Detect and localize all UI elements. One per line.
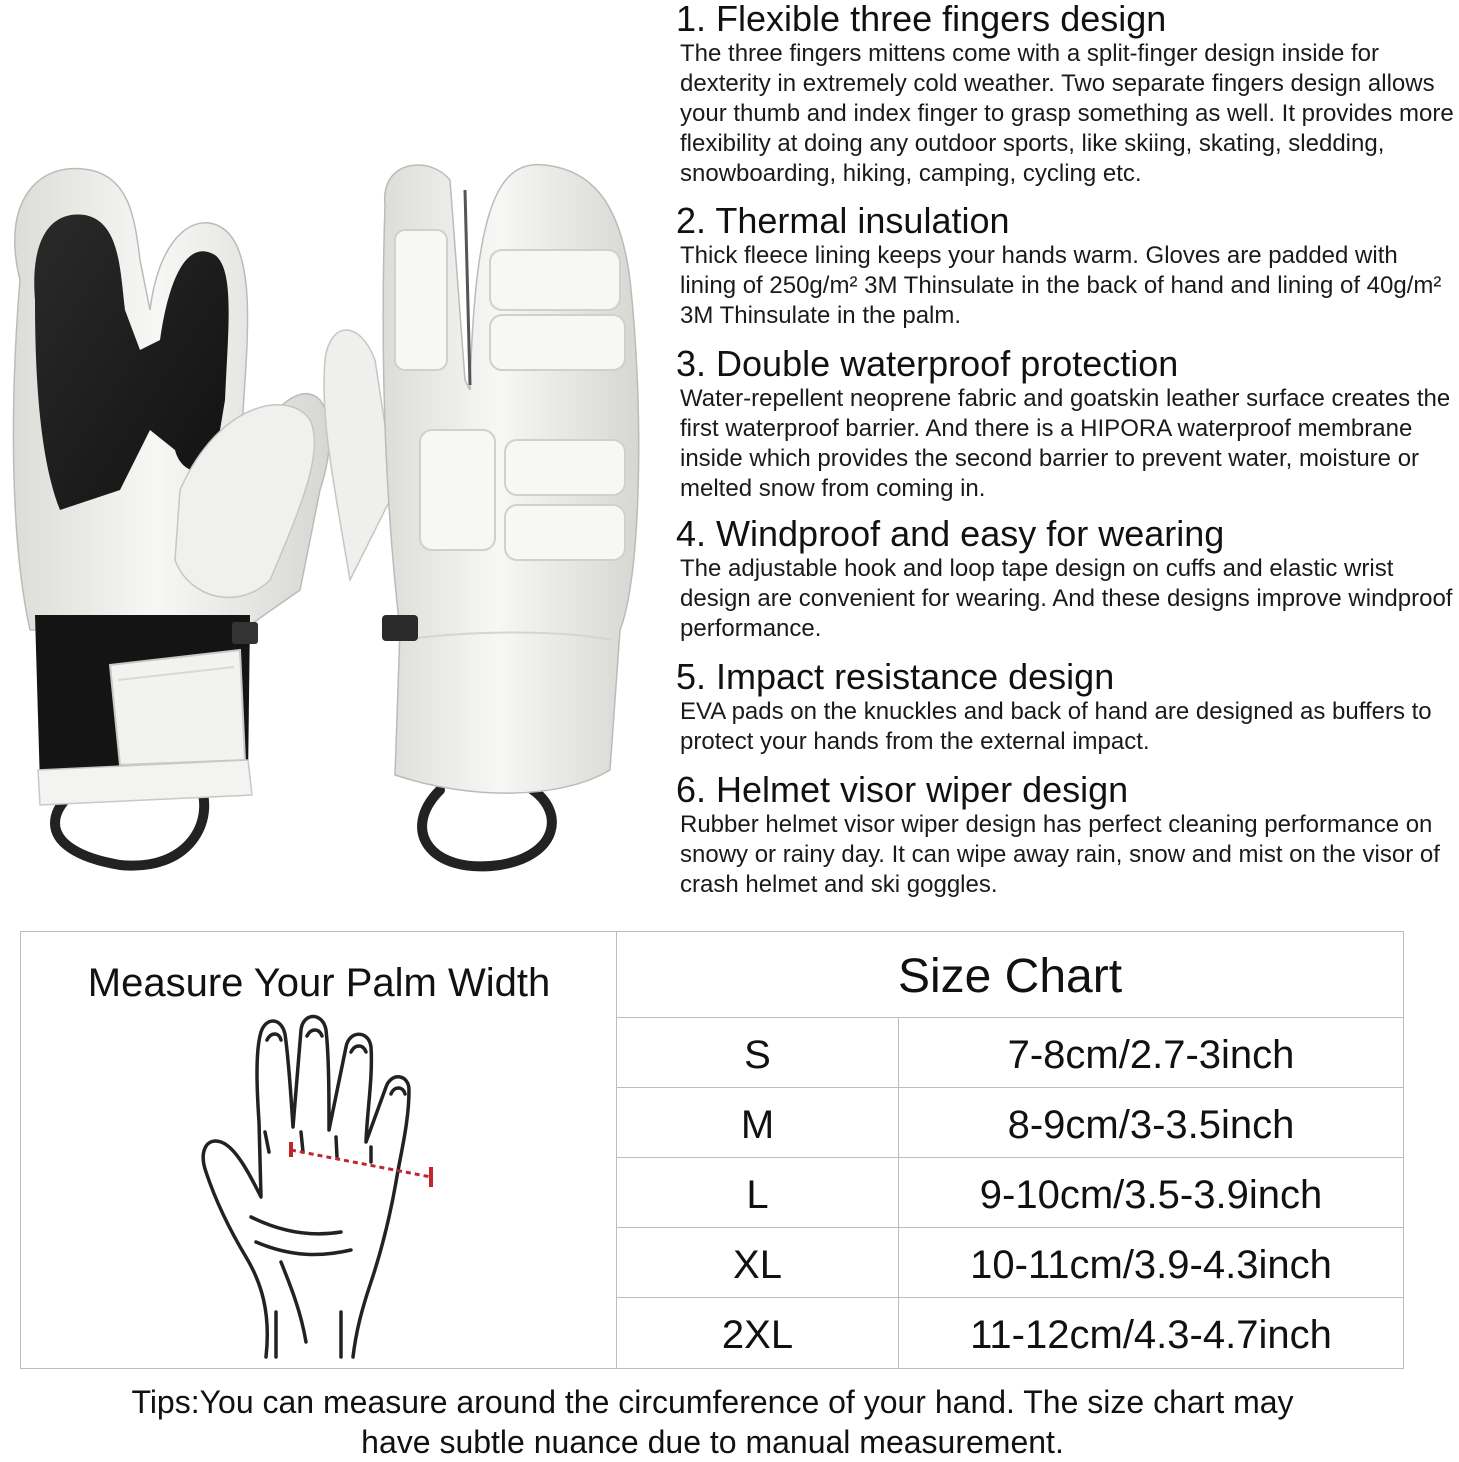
feature-description: EVA pads on the knuckles and back of han… [680, 698, 1432, 755]
size-label: L [617, 1158, 899, 1227]
table-row: L 9-10cm/3.5-3.9inch [617, 1158, 1403, 1228]
table-row: S 7-8cm/2.7-3inch [617, 1018, 1403, 1088]
size-range: 9-10cm/3.5-3.9inch [979, 1173, 1323, 1217]
feature-description: The adjustable hook and loop tape design… [680, 555, 1453, 642]
left-glove-palm-view [12, 167, 331, 871]
size-range: 8-9cm/3-3.5inch [1007, 1103, 1295, 1147]
feature-list: 1. Flexible three fingers design The thr… [676, 0, 1454, 900]
size-range: 11-12cm/4.3-4.7inch [970, 1313, 1332, 1357]
feature-heading: 4. Windproof and easy for wearing [676, 513, 1225, 554]
feature-item: 2. Thermal insulation Thick fleece linin… [676, 202, 1454, 331]
measure-title: Measure Your Palm Width [87, 961, 551, 1005]
size-range: 7-8cm/2.7-3inch [1007, 1033, 1295, 1077]
table-row: XL 10-11cm/3.9-4.3inch [617, 1228, 1403, 1298]
feature-item: 1. Flexible three fingers design The thr… [676, 0, 1454, 189]
feature-description: Thick fleece lining keeps your hands war… [680, 242, 1442, 329]
hand-outline-icon [201, 1014, 433, 1359]
size-label: 2XL [617, 1298, 899, 1368]
feature-heading: 5. Impact resistance design [676, 656, 1115, 697]
table-row: M 8-9cm/3-3.5inch [617, 1088, 1403, 1158]
tips-text: Tips:You can measure around the circumfe… [0, 1382, 1425, 1462]
feature-heading: 1. Flexible three fingers design [676, 0, 1167, 39]
size-panel: Measure Your Palm Width [20, 931, 1404, 1369]
feature-item: 3. Double waterproof protection Water-re… [676, 345, 1454, 504]
feature-item: 4. Windproof and easy for wearing The ad… [676, 515, 1454, 644]
feature-description: Water-repellent neoprene fabric and goat… [680, 385, 1451, 502]
feature-heading: 3. Double waterproof protection [676, 343, 1179, 384]
tips-line-1: Tips:You can measure around the circumfe… [131, 1384, 1294, 1420]
size-label: M [617, 1088, 899, 1157]
feature-heading: 6. Helmet visor wiper design [676, 769, 1129, 810]
right-glove-back-view [323, 163, 640, 872]
size-label: S [617, 1018, 899, 1087]
measure-section: Measure Your Palm Width [21, 932, 617, 1368]
feature-description: Rubber helmet visor wiper design has per… [680, 811, 1440, 898]
size-range: 10-11cm/3.9-4.3inch [970, 1243, 1332, 1287]
feature-heading: 2. Thermal insulation [676, 200, 1010, 241]
size-chart-table: Size Chart S 7-8cm/2.7-3inch M 8-9cm/3-3… [617, 932, 1403, 1368]
feature-item: 6. Helmet visor wiper design Rubber helm… [676, 771, 1454, 900]
table-row: 2XL 11-12cm/4.3-4.7inch [617, 1298, 1403, 1368]
size-chart-title: Size Chart [617, 932, 1403, 1018]
product-image-gloves [12, 163, 640, 872]
size-label: XL [617, 1228, 899, 1297]
feature-item: 5. Impact resistance design EVA pads on … [676, 658, 1454, 757]
feature-description: The three fingers mittens come with a sp… [680, 40, 1454, 187]
tips-line-2: have subtle nuance due to manual measure… [361, 1424, 1064, 1460]
